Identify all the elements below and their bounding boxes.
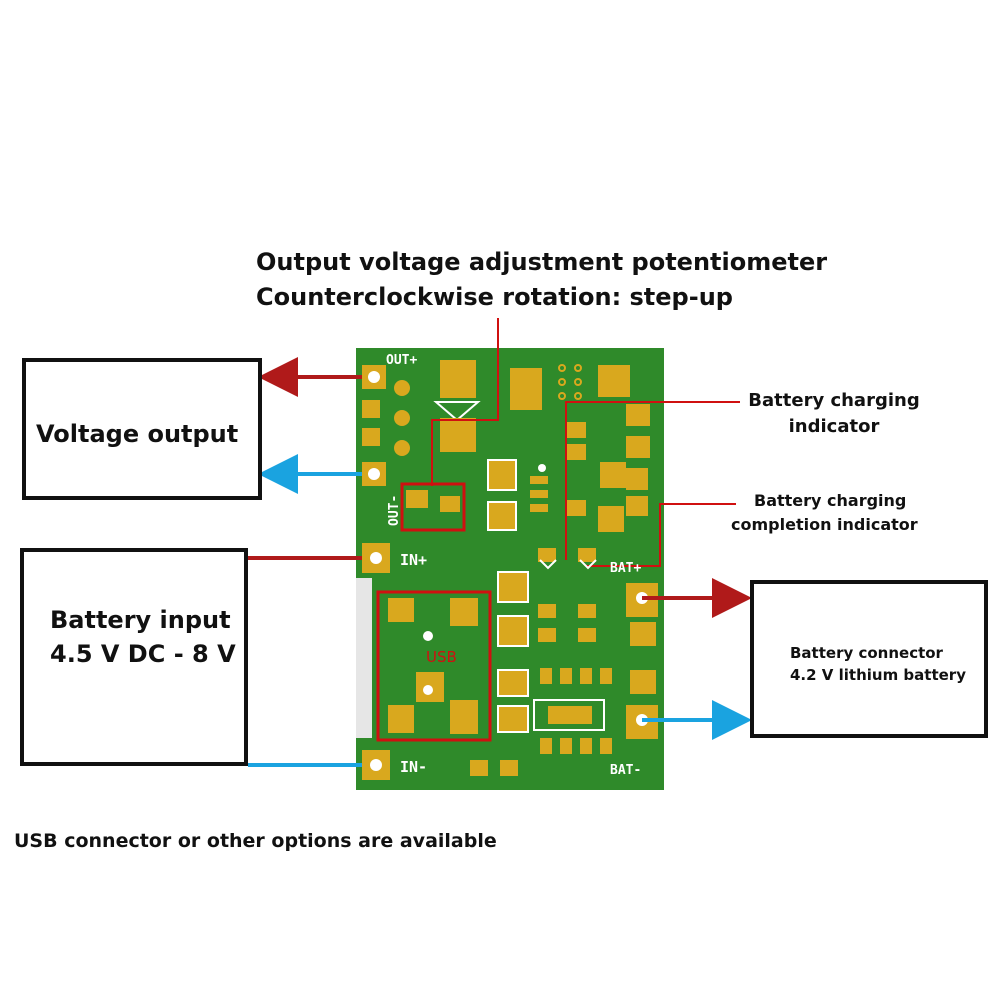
smd-pad: [530, 490, 548, 498]
smd-pad: [530, 476, 548, 484]
led-mark: [579, 559, 597, 570]
battery-connector-spec: 4.2 V lithium battery: [790, 666, 966, 684]
smd-pad: [538, 548, 556, 562]
smd-pad: [598, 506, 624, 532]
smd-pad: [578, 548, 596, 562]
smd-pad: [510, 368, 542, 410]
smd-pad: [362, 428, 380, 446]
in-minus-silkscreen: IN-: [400, 758, 427, 776]
led-pad: [626, 468, 648, 490]
completion-indicator-label-2: completion indicator: [731, 515, 918, 534]
smd-pad: [497, 705, 529, 733]
led-pad: [626, 496, 648, 516]
smd-pad: [630, 670, 656, 694]
smd-pad: [630, 622, 656, 646]
usb-area: [376, 590, 492, 742]
via-ring: [394, 410, 410, 426]
smd-pad: [578, 604, 596, 618]
smd-pad: [566, 444, 586, 460]
potentiometer-pad: [440, 496, 460, 512]
ic-outline: [533, 699, 605, 731]
bat-minus-silkscreen: BAT-: [610, 763, 641, 778]
ic-pad: [440, 360, 476, 398]
potentiometer-subtitle: Counterclockwise rotation: step-up: [256, 283, 733, 311]
smd-pad: [470, 760, 488, 776]
via-cluster: [558, 364, 582, 400]
smd-pad: [538, 604, 556, 618]
smd-pad: [566, 500, 586, 516]
diode-outline: [433, 401, 481, 422]
charging-indicator-leader: [565, 401, 740, 560]
led-pad: [626, 436, 650, 458]
smd-pad: [362, 400, 380, 418]
battery-input-range: 4.5 V DC - 8 V: [50, 640, 236, 668]
out-plus-silkscreen: OUT+: [386, 353, 417, 368]
pcb-edge-cutout: [356, 578, 372, 738]
smd-pad: [598, 365, 630, 397]
smd-pad: [538, 628, 556, 642]
potentiometer-title: Output voltage adjustment potentiometer: [256, 248, 828, 276]
smd-pad: [497, 615, 529, 647]
smd-pad: [497, 571, 529, 603]
ic-footprint: [540, 668, 612, 754]
footer-note: USB connector or other options are avail…: [14, 830, 497, 852]
usb-pad: [388, 598, 414, 622]
smd-pad: [578, 628, 596, 642]
via-ring: [394, 440, 410, 456]
potentiometer-leader: [431, 318, 499, 486]
via-ring: [394, 380, 410, 396]
smd-pad: [500, 760, 518, 776]
completion-indicator-leader: [586, 503, 736, 567]
completion-indicator-label: Battery charging: [754, 491, 907, 510]
pin1-dot: [538, 464, 546, 472]
led-pad: [626, 404, 650, 426]
battery-input-label: Battery input: [50, 606, 231, 634]
in-plus-silkscreen: IN+: [400, 551, 427, 569]
battery-input-box: Battery input 4.5 V DC - 8 V: [20, 548, 248, 766]
battery-connector-box: Battery connector 4.2 V lithium battery: [750, 580, 988, 738]
bat-plus-silkscreen: BAT+: [610, 561, 641, 576]
usb-pad: [388, 705, 414, 733]
usb-silkscreen: USB: [426, 648, 457, 666]
out-minus-pad: [362, 462, 386, 486]
ic-pad: [548, 706, 592, 724]
in-minus-pad: [362, 750, 390, 780]
usb-via: [423, 631, 433, 641]
usb-pad: [450, 700, 478, 734]
usb-pad: [450, 598, 478, 626]
led-mark: [539, 559, 557, 570]
voltage-output-label: Voltage output: [36, 420, 239, 448]
potentiometer-pad: [406, 490, 428, 508]
in-plus-pad: [362, 543, 390, 573]
smd-pad: [487, 459, 517, 491]
out-plus-pad: [362, 365, 386, 389]
charging-indicator-label-2: indicator: [788, 416, 880, 437]
voltage-output-box: Voltage output: [22, 358, 262, 500]
battery-connector-label: Battery connector: [790, 644, 943, 662]
ic-pad: [440, 418, 476, 452]
smd-pad: [530, 504, 548, 512]
out-minus-silkscreen: OUT-: [387, 495, 402, 526]
usb-via: [423, 685, 433, 695]
smd-pad: [566, 422, 586, 438]
smd-pad: [487, 501, 517, 531]
smd-pad: [600, 462, 626, 488]
smd-pad: [497, 669, 529, 697]
charging-indicator-label: Battery charging: [748, 390, 920, 411]
